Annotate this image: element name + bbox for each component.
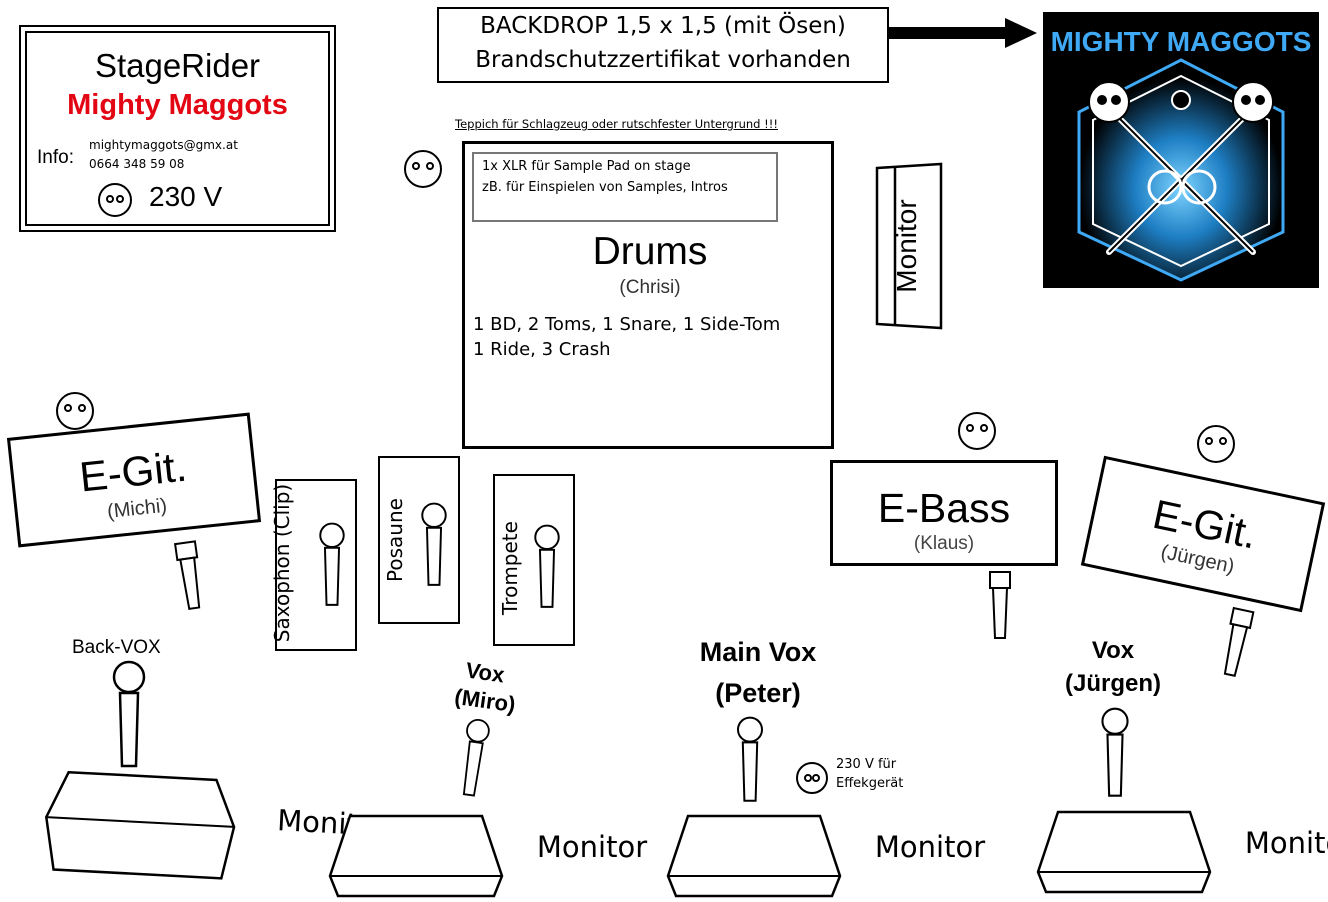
power-socket-icon bbox=[98, 183, 132, 217]
trumpet-mic-icon bbox=[534, 524, 560, 609]
effects-power-line-1: 230 V für bbox=[836, 757, 897, 772]
guitar-left-power-socket-icon bbox=[56, 392, 94, 430]
logo-text: MIGHTY MAGGOTS bbox=[1050, 26, 1312, 57]
bass-amp: E-Bass (Klaus) bbox=[830, 460, 1058, 566]
bass-mic-icon bbox=[989, 571, 1011, 639]
monitor-back-vox: Monitor bbox=[41, 765, 388, 885]
guitar-right-mic-icon bbox=[1219, 607, 1255, 678]
arrow-icon bbox=[889, 18, 1037, 48]
stagerider-info-box: StageRider Mighty Maggots Info: mightyma… bbox=[19, 25, 336, 232]
xlr-note-line-1: 1x XLR für Sample Pad on stage bbox=[482, 159, 691, 174]
sax-label: Saxophon (Clip) bbox=[270, 483, 294, 643]
effects-power-socket-icon bbox=[796, 762, 828, 794]
drum-kit-line-1: 1 BD, 2 Toms, 1 Snare, 1 Side-Tom bbox=[473, 314, 781, 335]
drums-player: (Chrisi) bbox=[619, 277, 681, 298]
backdrop-box: BACKDROP 1,5 x 1,5 (mit Ösen) Brandschut… bbox=[437, 7, 889, 83]
main-vox-label-1: Main Vox bbox=[699, 637, 817, 667]
backdrop-line-1: BACKDROP 1,5 x 1,5 (mit Ösen) bbox=[480, 13, 846, 39]
back-vox-mic-icon bbox=[112, 660, 146, 768]
monitor-miro: Monitor bbox=[328, 812, 647, 898]
monitor-miro-label: Monitor bbox=[536, 830, 648, 864]
main-vox-mic-icon bbox=[736, 716, 764, 803]
guitar-right-power-socket-icon bbox=[1197, 425, 1235, 463]
trumpet-stand bbox=[493, 474, 575, 646]
effects-power-line-2: Effekgerät bbox=[836, 776, 904, 791]
drum-carpet-note: Teppich für Schlagzeug oder rutschfester… bbox=[455, 117, 778, 131]
juergen-vox-label-1: Vox bbox=[1091, 637, 1135, 664]
drums-title: Drums bbox=[592, 230, 708, 273]
monitor-main: Monitor bbox=[666, 812, 985, 898]
drum-monitor bbox=[875, 162, 943, 330]
drums-power-socket-icon bbox=[404, 150, 442, 188]
back-vox-label: Back-VOX bbox=[72, 637, 161, 658]
drums-area: 1x XLR für Sample Pad on stage zB. für E… bbox=[462, 141, 834, 449]
guitar-left-amp: E-Git. (Michi) bbox=[6, 412, 262, 548]
contact-email: mightymaggots@gmx.at bbox=[89, 138, 238, 152]
xlr-note-line-2: zB. für Einspielen von Samples, Intros bbox=[482, 180, 728, 195]
guitar-right-amp: E-Git. (Jürgen) bbox=[1080, 455, 1326, 613]
sax-stand bbox=[275, 479, 357, 651]
juergen-vox-mic-icon bbox=[1101, 707, 1129, 797]
monitor-juergen: Monitor bbox=[1036, 808, 1328, 894]
bass-player: (Klaus) bbox=[913, 533, 975, 554]
backdrop-line-2: Brandschutzzertifikat vorhanden bbox=[475, 47, 851, 73]
trombone-mic-icon bbox=[421, 502, 447, 587]
drum-monitor-label: Monitor bbox=[891, 199, 922, 293]
drum-kit-line-2: 1 Ride, 3 Crash bbox=[473, 339, 611, 360]
bass-power-socket-icon bbox=[958, 412, 996, 450]
miro-vox-label-2: (Miro) bbox=[453, 683, 518, 718]
trombone-label: Posaune bbox=[383, 498, 407, 582]
monitor-main-label: Monitor bbox=[874, 830, 986, 864]
juergen-vox-label-2: (Jürgen) bbox=[1065, 670, 1161, 697]
trumpet-label: Trompete bbox=[498, 521, 522, 615]
sax-mic-icon bbox=[319, 522, 345, 607]
stagerider-title: StageRider bbox=[94, 47, 261, 84]
guitar-left-mic-icon bbox=[174, 540, 206, 611]
power-label: 230 V bbox=[149, 181, 223, 212]
band-name: Mighty Maggots bbox=[67, 89, 288, 121]
band-logo: MIGHTY MAGGOTS bbox=[1043, 12, 1319, 288]
contact-phone: 0664 348 59 08 bbox=[89, 157, 185, 171]
monitor-juergen-label: Monitor bbox=[1244, 826, 1328, 860]
trombone-stand bbox=[378, 456, 460, 624]
bass-name: E-Bass bbox=[877, 485, 1011, 531]
main-vox-label-2: (Peter) bbox=[715, 678, 801, 708]
info-label: Info: bbox=[37, 147, 74, 168]
xlr-note-box: 1x XLR für Sample Pad on stage zB. für E… bbox=[472, 152, 778, 222]
